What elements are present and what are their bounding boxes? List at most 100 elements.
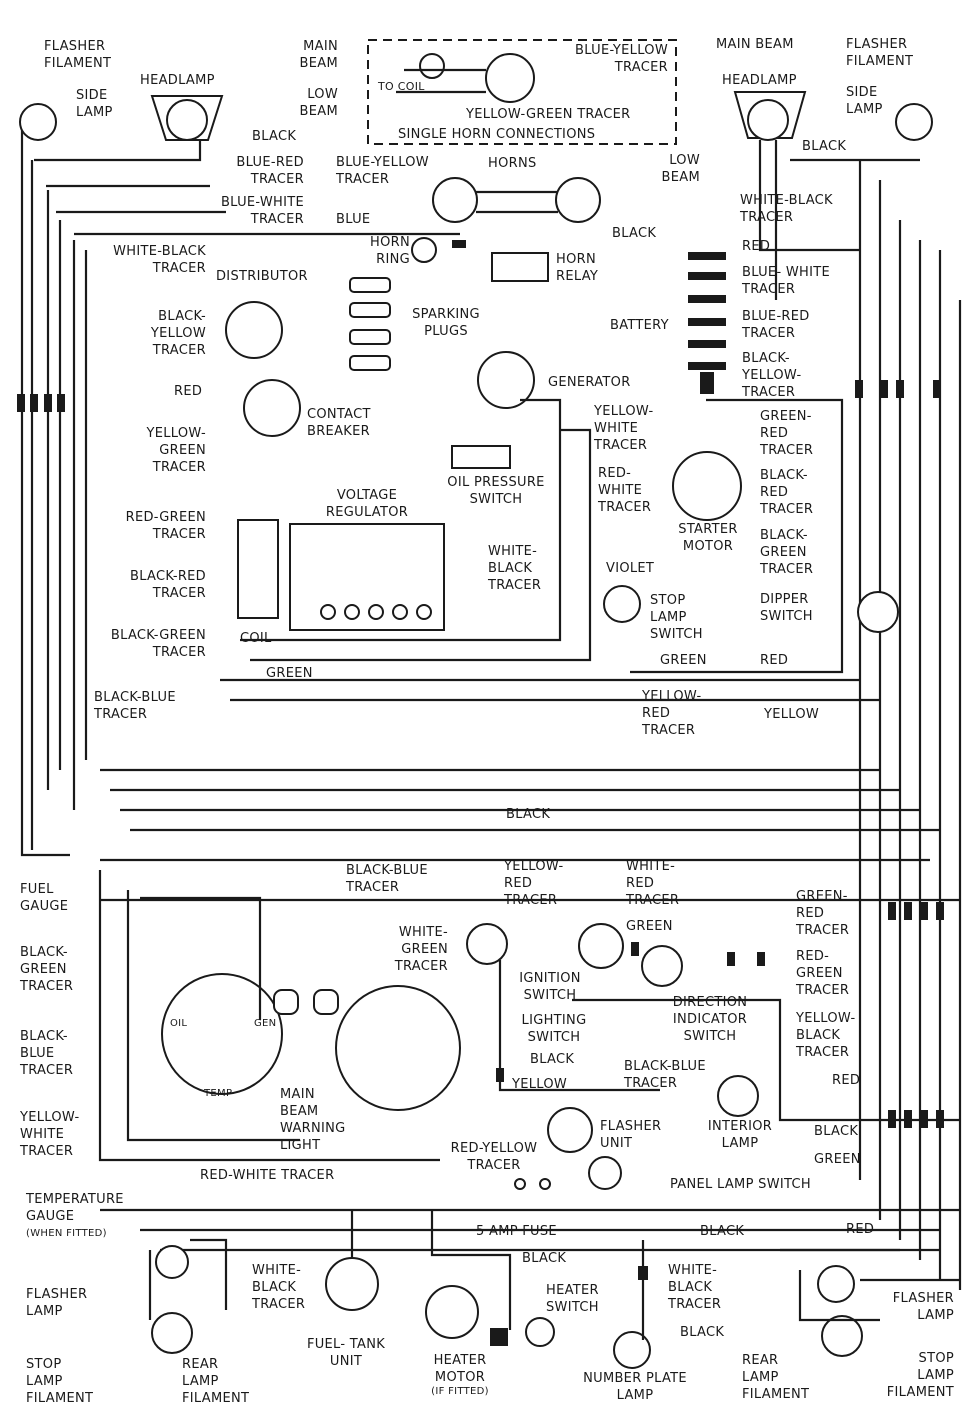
rear-right-stop-rear-lamp (821, 1315, 863, 1357)
inset-horn-button (419, 53, 445, 79)
dash-white-green: WHITE- GREEN TRACER (394, 925, 448, 974)
sw-black-3: BLACK (700, 1224, 745, 1239)
dipper-switch-label: DIPPER SWITCH (760, 592, 813, 624)
inset-title: SINGLE HORN CONNECTIONS (398, 127, 596, 142)
ignition-switch-label: IGNITION SWITCH (519, 971, 581, 1003)
heater-switch (525, 1317, 555, 1347)
yellow-white-tracer: YELLOW- WHITE TRACER (594, 404, 654, 453)
generator (477, 351, 535, 409)
front-right-side-lamp (895, 103, 933, 141)
horn-ring (411, 237, 437, 263)
lh-yellow-green: YELLOW- GREEN TRACER (146, 426, 206, 475)
starter-motor (672, 451, 742, 521)
fr-flasher-filament: FLASHER FILAMENT (846, 37, 914, 69)
coil-label: COIL (240, 631, 272, 646)
sw-red-2: RED (832, 1073, 861, 1088)
fl-blue-white: BLUE-WHITE TRACER (220, 195, 304, 227)
stop-lamp-switch (603, 585, 641, 623)
rh-black-yellow: BLACK- YELLOW- TRACER (742, 351, 802, 400)
lighting-switch-label: LIGHTING SWITCH (521, 1013, 587, 1045)
sw-black-4: BLACK (814, 1124, 859, 1139)
horn-right (555, 177, 601, 223)
single-horn-inset (367, 39, 677, 145)
horn-blue-yellow: BLUE-YELLOW TRACER (336, 155, 429, 187)
engine-green: GREEN (660, 653, 707, 668)
fuse (514, 1178, 551, 1190)
panel-lamp-right (313, 989, 339, 1015)
main-beam-warning-label: MAIN BEAM WARNING LIGHT (280, 1087, 346, 1153)
rear-right-flasher-lamp (817, 1265, 855, 1303)
horn-blue: BLUE (336, 212, 371, 227)
rr-flasher-lamp: FLASHER LAMP (892, 1291, 954, 1323)
interior-lamp (717, 1075, 759, 1117)
horn-ring-label: HORN RING (370, 235, 410, 267)
dipper-switch (857, 591, 899, 633)
lh-black-blue: BLACK-BLUE TRACER (94, 690, 176, 722)
distributor (225, 301, 283, 359)
direction-indicator-label: DIRECTION INDICATOR SWITCH (672, 995, 748, 1044)
contact-breaker (243, 379, 301, 437)
rl-rear-lamp-filament: REAR LAMP FILAMENT (182, 1357, 250, 1406)
inset-horn (485, 53, 535, 103)
direction-indicator-switch (641, 945, 683, 987)
panel-lamp-left (273, 989, 299, 1015)
number-plate-black: BLACK (680, 1325, 725, 1340)
sw-yellow-black: YELLOW- BLACK TRACER (796, 1011, 856, 1060)
fl-white-black: WHITE-BLACK TRACER (113, 244, 206, 276)
sw-green: GREEN (626, 919, 673, 934)
horn-relay-label: HORN RELAY (556, 252, 599, 284)
lh-black-red: BLACK-RED TRACER (129, 569, 206, 601)
lh-black-green: BLACK-GREEN TRACER (110, 628, 206, 660)
battery-label: BATTERY (610, 318, 669, 333)
front-left-headlamp (166, 99, 208, 141)
fr-side-lamp: SIDE LAMP (846, 85, 883, 117)
inset-blue-yellow: BLUE-YELLOW TRACER (575, 43, 668, 75)
heater-black: BLACK (522, 1251, 567, 1266)
violet-label: VIOLET (606, 561, 655, 576)
dash-yellow-white: YELLOW- WHITE TRACER (20, 1110, 80, 1159)
rr-rear-lamp-filament: REAR LAMP FILAMENT (742, 1353, 810, 1402)
flasher-unit-label: FLASHER UNIT (600, 1119, 662, 1151)
ignition-coil (237, 519, 279, 619)
fr-main-beam: MAIN BEAM (716, 37, 794, 52)
generator-label: GENERATOR (548, 375, 631, 390)
horn-relay (491, 252, 549, 282)
oil-pressure-label: OIL PRESSURE SWITCH (447, 475, 545, 507)
lh-black-yellow: BLACK- YELLOW TRACER (150, 309, 206, 358)
sw-green-red: GREEN- RED TRACER (796, 889, 850, 938)
stop-lamp-switch-label: STOP LAMP SWITCH (650, 593, 703, 642)
battery (688, 252, 726, 394)
sw-black-2: BLACK (530, 1052, 575, 1067)
engine-yellow: YELLOW (764, 707, 820, 722)
ignition-switch (466, 923, 508, 965)
heater-switch-label: HEATER SWITCH (546, 1283, 599, 1315)
fl-blue-red: BLUE-RED TRACER (236, 155, 304, 187)
sw-yellow-red: YELLOW- RED TRACER (504, 859, 564, 908)
sw-red: RED (846, 1222, 875, 1237)
fl-headlamp: HEADLAMP (140, 73, 215, 88)
flasher-unit (547, 1107, 593, 1153)
interior-lamp-label: INTERIOR LAMP (707, 1119, 773, 1151)
fr-headlamp: HEADLAMP (722, 73, 797, 88)
fr-low-beam: LOW BEAM (661, 153, 700, 185)
five-amp-fuse-label: 5 AMP FUSE (476, 1224, 557, 1239)
yellow-red-tracer: YELLOW- RED TRACER (642, 689, 702, 738)
fuel-gauge-label: FUEL GAUGE (20, 882, 69, 914)
front-left-side-lamp (19, 103, 57, 141)
rl-stop-lamp-filament: STOP LAMP FILAMENT (26, 1357, 94, 1406)
inset-yellow-green: YELLOW-GREEN TRACER (466, 107, 631, 122)
sw-white-red: WHITE- RED TRACER (626, 859, 680, 908)
dash-black-blue: BLACK- BLUE TRACER (20, 1029, 74, 1078)
rh-black-green: BLACK- GREEN TRACER (760, 528, 814, 577)
lighting-switch (578, 923, 624, 969)
rr-stop-lamp-filament: STOP LAMP FILAMENT (886, 1351, 954, 1400)
rh-blue-red: BLUE-RED TRACER (742, 309, 810, 341)
rh-blue-white: BLUE- WHITE TRACER (742, 265, 830, 297)
rh-green-red: GREEN- RED TRACER (760, 409, 814, 458)
number-plate-lamp (613, 1331, 651, 1369)
speedometer (335, 985, 461, 1111)
regulator-white-black: WHITE- BLACK TRACER (488, 544, 542, 593)
fuel-tank-unit (325, 1257, 379, 1311)
voltage-regulator-label: VOLTAGE REGULATOR (325, 488, 409, 520)
horn-left (432, 177, 478, 223)
